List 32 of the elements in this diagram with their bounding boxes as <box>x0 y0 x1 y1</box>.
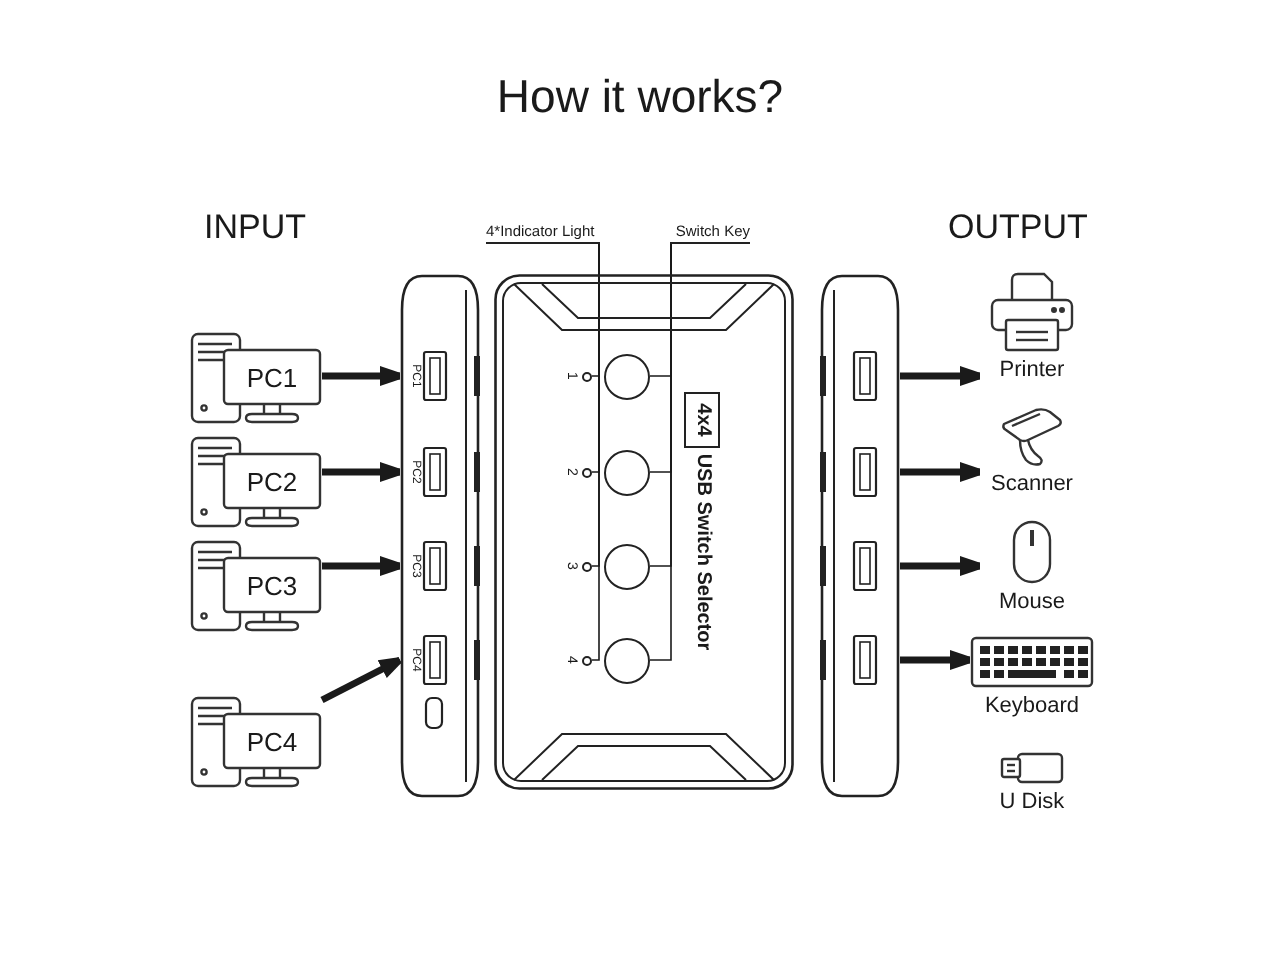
device-label: Printer <box>999 358 1065 384</box>
switch-button <box>604 637 650 683</box>
computer <box>190 696 322 788</box>
device-label: U Disk <box>999 790 1065 816</box>
switch-button <box>604 449 650 495</box>
device-label: Keyboard <box>984 694 1080 720</box>
switch-button <box>604 353 650 399</box>
device-label: Scanner <box>991 472 1073 498</box>
indicator-light <box>582 561 592 571</box>
pc-label: PC3 <box>246 570 298 600</box>
switch-housing <box>494 274 794 790</box>
pc-label: PC2 <box>246 466 298 496</box>
computer <box>190 540 322 632</box>
indicator-light <box>582 467 592 477</box>
computer <box>190 332 322 424</box>
diagram-title: How it works? <box>496 68 784 124</box>
port-panel <box>820 274 900 798</box>
model-frame <box>684 392 720 448</box>
leader-line <box>649 243 672 661</box>
device-label: Mouse <box>998 590 1066 616</box>
model-text: 4x4 <box>690 403 714 437</box>
pc-label: PC1 <box>246 362 298 392</box>
section-heading: OUTPUT <box>948 208 1088 248</box>
port-panel <box>400 274 480 798</box>
indicator-light <box>582 655 592 665</box>
switch-button <box>604 543 650 589</box>
section-heading: INPUT <box>204 208 306 248</box>
indicator-light <box>582 371 592 381</box>
pc-label: PC4 <box>246 726 298 756</box>
leader-line <box>591 243 600 661</box>
device-title: USB Switch Selector <box>690 453 714 651</box>
computer <box>190 436 322 528</box>
